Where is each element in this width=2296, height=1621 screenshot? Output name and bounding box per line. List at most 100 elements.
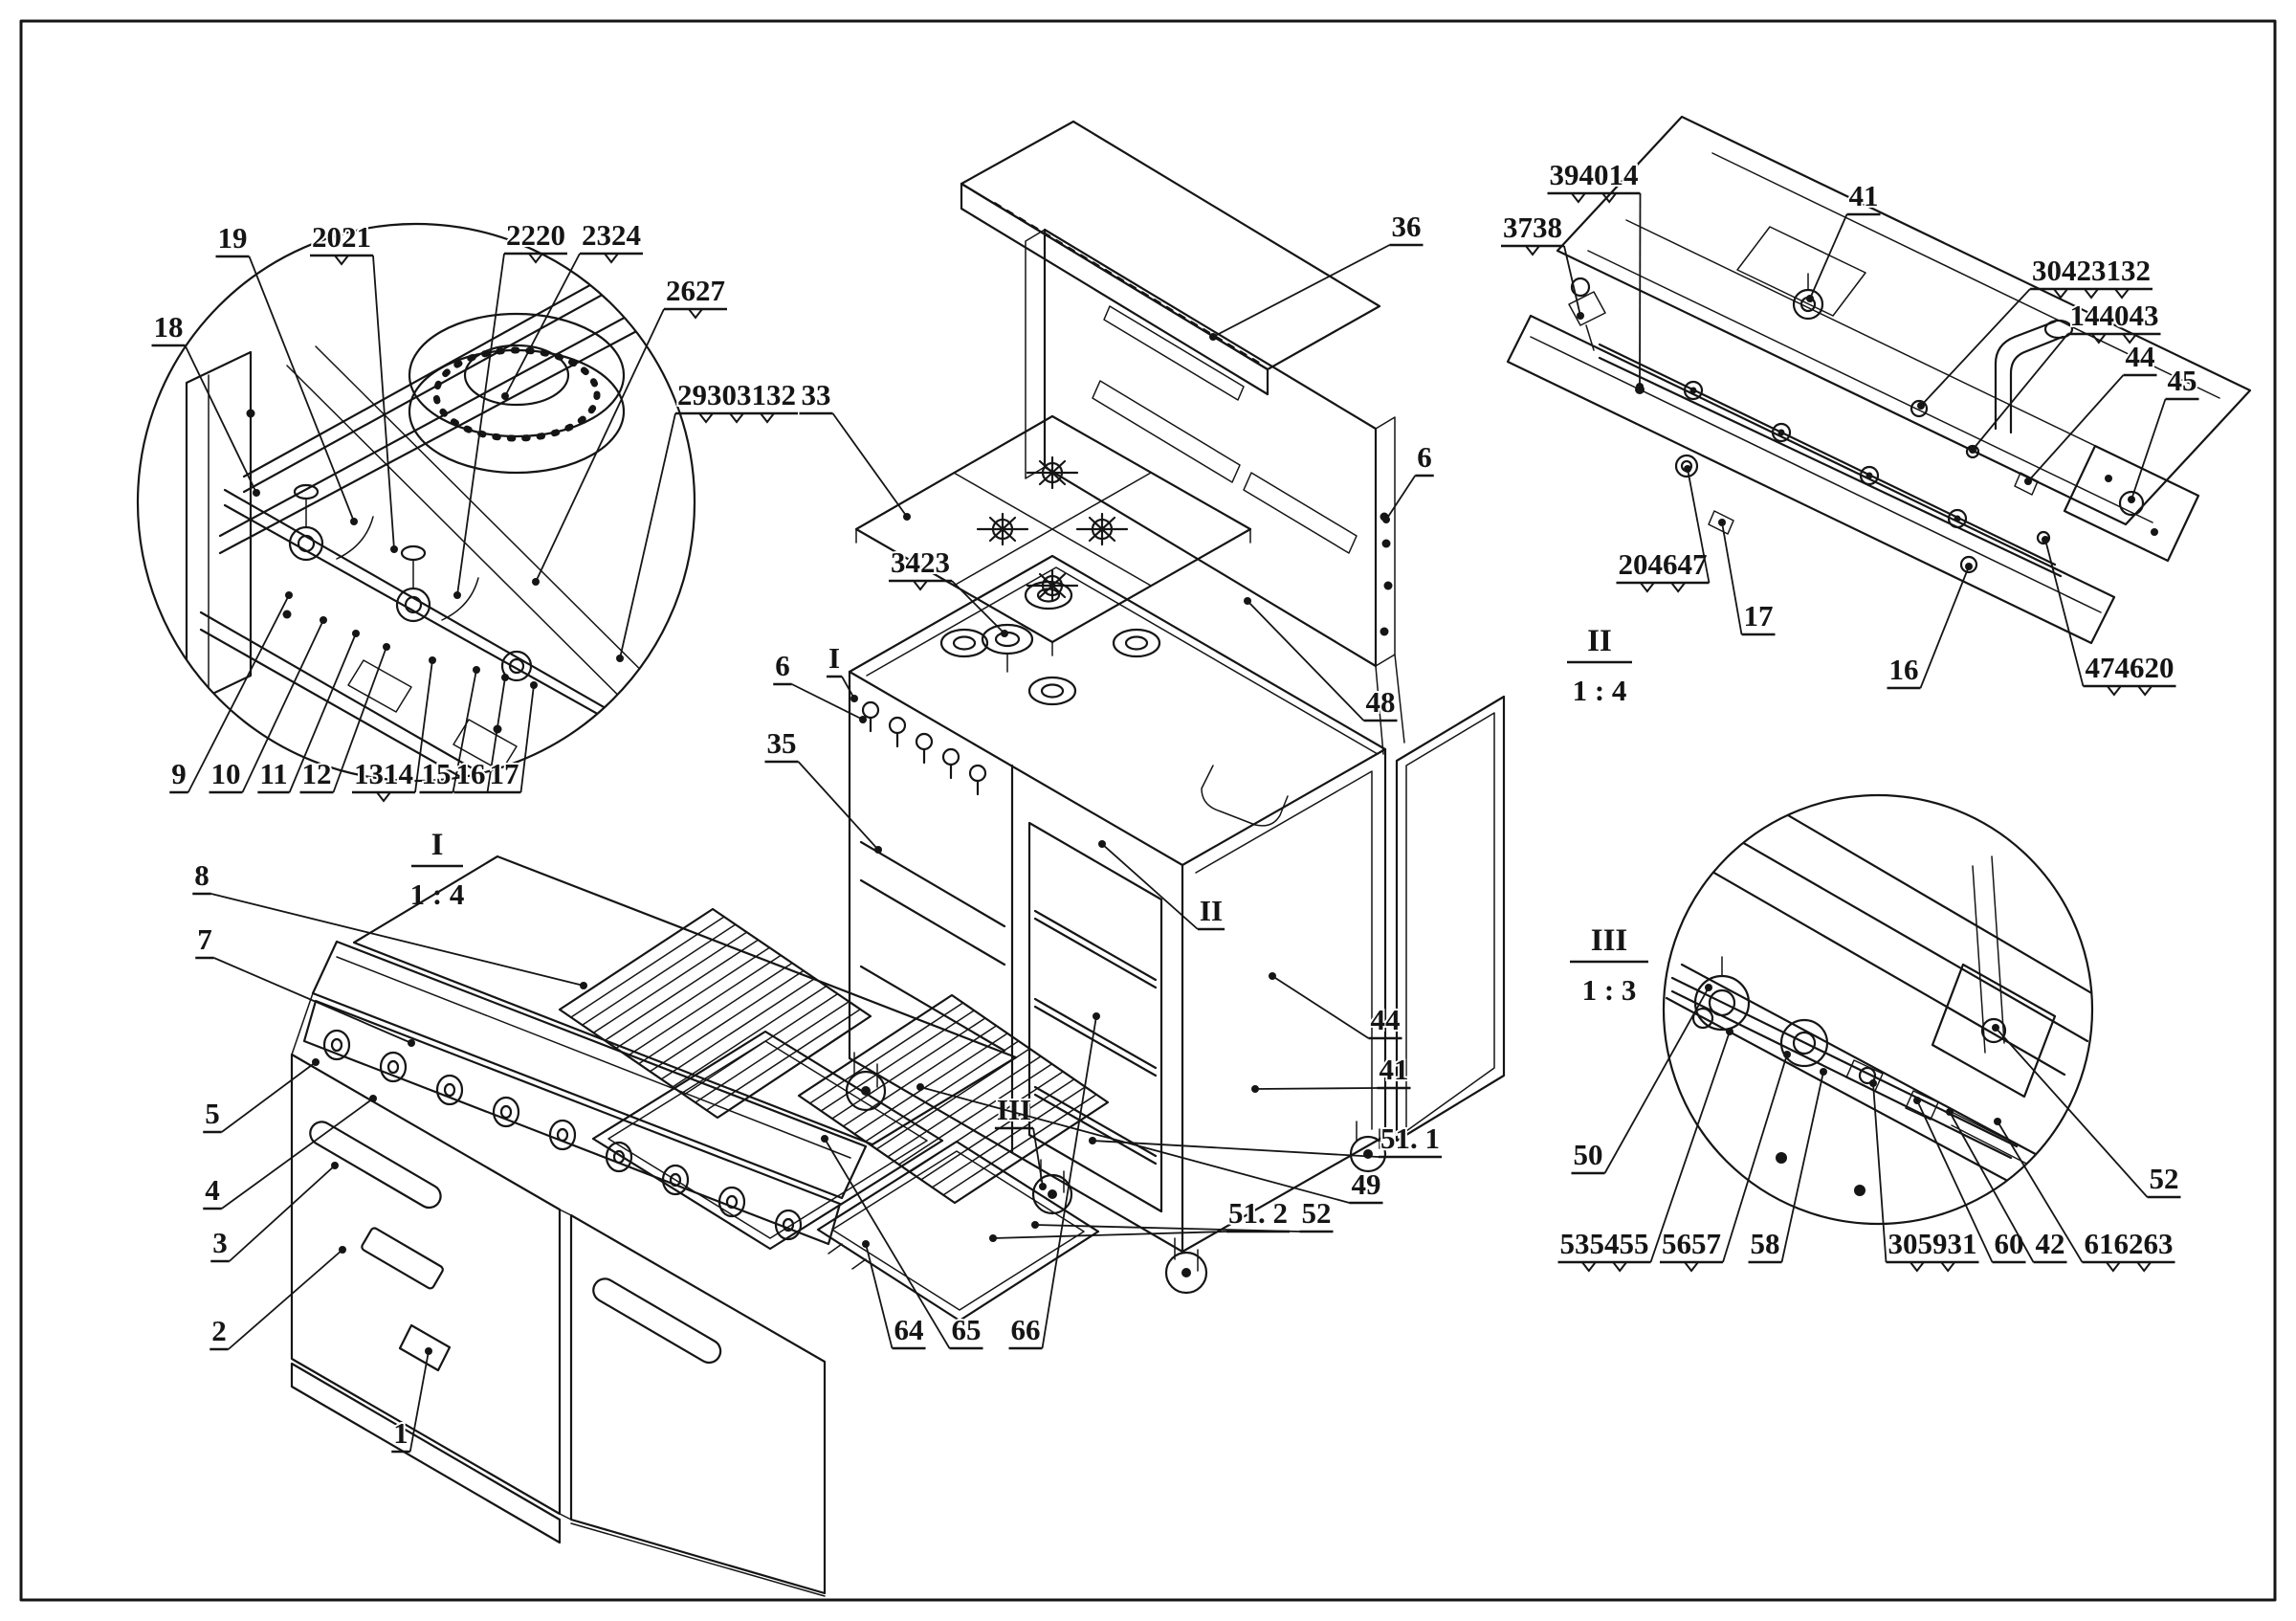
callout-60: 60 (1913, 1097, 2026, 1264)
flat-sheet (591, 1030, 944, 1251)
callout-48: 48 (1244, 597, 1398, 722)
kick-plate (290, 1362, 562, 1544)
leader-dot (1946, 1108, 1954, 1116)
leader-dot (390, 545, 398, 553)
callout-text: 16 (1889, 653, 1919, 686)
callout-text: 16 (456, 757, 486, 790)
callout-45: 45 (2128, 362, 2199, 503)
callout-text: 44 (1371, 1003, 1401, 1036)
callout-3423: 3423 (889, 544, 1008, 637)
callout-text: 51. 1 (1380, 1121, 1440, 1155)
callout-535455: 535455 (1557, 1028, 1733, 1273)
svg-text:III: III (1591, 923, 1628, 958)
callout-text: 41 (1380, 1053, 1409, 1086)
leader-dot (903, 513, 911, 521)
callout-36: 36 (1209, 208, 1424, 341)
detail-III-boundary (1662, 793, 2094, 1226)
leader-dot (429, 656, 436, 664)
leader-dot (312, 1058, 320, 1066)
callout-204647: 204647 (1616, 465, 1711, 593)
callout-6: 6 (1382, 438, 1434, 523)
leader-dot (1820, 1068, 1827, 1076)
callout-35: 35 (764, 724, 882, 854)
callout-44: 44 (1269, 972, 1402, 1040)
callout-text: 3738 (1503, 211, 1562, 244)
callout-text: 1314 (354, 757, 413, 790)
leader-dot (285, 591, 293, 599)
callout-511: 51. 1 (1089, 1120, 1442, 1159)
callout-16: 16 (1887, 563, 1973, 690)
callout-12: 12 (299, 643, 390, 794)
leader-dot (2024, 477, 2032, 485)
wire-rack-right (797, 993, 1110, 1205)
callout-text: 51. 2 (1228, 1196, 1288, 1230)
gas-valves (288, 483, 533, 682)
callout-49: 49 (916, 1083, 1383, 1205)
leader-dot (501, 392, 509, 400)
leader-dot (331, 1162, 339, 1169)
bracket-plate (1931, 963, 2057, 1099)
callout-text: 6 (775, 649, 790, 682)
callout-52: 52 (1992, 1024, 2181, 1199)
control-panel (302, 999, 842, 1246)
callout-15: 15 (419, 666, 480, 794)
callout-2: 2 (210, 1246, 346, 1351)
callout-text: 2 (211, 1314, 227, 1347)
leader-dot (1684, 465, 1691, 473)
callout-text: 17 (490, 757, 519, 790)
logo-plate (361, 1227, 444, 1290)
callout-66: 66 (1008, 1012, 1100, 1350)
leader-dot (1718, 519, 1726, 526)
leader-dot (1913, 1097, 1921, 1104)
range-body-frame (845, 554, 1387, 1295)
callout-65: 65 (821, 1135, 983, 1350)
leader-dot (1869, 1079, 1877, 1087)
callout-512: 51. 2 (989, 1194, 1290, 1242)
leader-dot (1577, 312, 1584, 320)
right-oven-door (569, 1213, 827, 1595)
leader-dot (1969, 446, 1976, 454)
callout-text: II (1200, 894, 1223, 927)
leader-dot (821, 1135, 828, 1143)
leader-dot (253, 489, 260, 497)
leader-dot (1705, 984, 1712, 991)
leader-dot (1783, 1051, 1791, 1058)
callout-text: 144043 (2070, 299, 2159, 332)
leader-dot (1965, 563, 1973, 570)
scale-label-II: II 1 : 4 (1567, 624, 1632, 707)
callout-text: 50 (1574, 1138, 1603, 1171)
leader-dot (501, 674, 509, 681)
leader-dot (1093, 1012, 1100, 1020)
callout-text: 48 (1366, 685, 1396, 719)
callout-text: 1 (393, 1416, 408, 1450)
leader-dot (473, 666, 480, 674)
igniter (1568, 277, 1645, 394)
leader-dot (1089, 1137, 1096, 1144)
callout-text: 36 (1392, 210, 1422, 243)
burner-ring (408, 312, 626, 475)
callout-text: 60 (1995, 1227, 2024, 1260)
leader-dot (580, 982, 587, 989)
callout-text: 11 (259, 757, 287, 790)
callout-2220: 2220 (453, 216, 567, 599)
callout-text: 44 (2126, 340, 2155, 373)
svg-text:II: II (1587, 624, 1612, 658)
callout-text: 8 (194, 858, 210, 892)
callout-3: 3 (210, 1162, 339, 1263)
callout-6: 6 (773, 647, 867, 723)
callout-5657: 5657 (1660, 1051, 1791, 1273)
leader-dot (1209, 333, 1217, 341)
svg-text:1 : 3: 1 : 3 (1582, 973, 1637, 1007)
callout-3738: 3738 (1501, 209, 1584, 320)
svg-text:1 : 4: 1 : 4 (1573, 674, 1627, 707)
leader-dot (2128, 496, 2135, 503)
leader-dot (1098, 840, 1106, 848)
elbow-pipe (1994, 319, 2074, 434)
backsplash-shelf (960, 120, 1381, 396)
callout-text: 2021 (312, 220, 371, 254)
leader-dot (1031, 1221, 1039, 1229)
drip-tray (816, 1140, 1100, 1322)
